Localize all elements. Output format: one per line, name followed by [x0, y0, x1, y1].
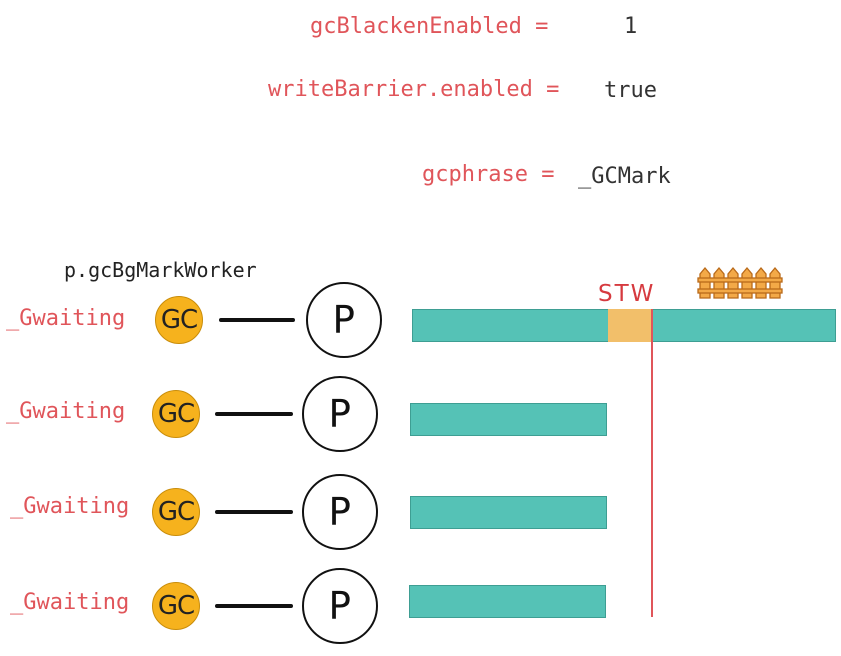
timeline-bar [410, 496, 607, 529]
gc-badge: GC [152, 488, 200, 536]
worker-link-line [219, 318, 295, 322]
worker-title: p.gcBgMarkWorker [64, 258, 257, 282]
timeline-bar [410, 403, 607, 436]
goroutine-state: _Gwaiting [6, 399, 126, 424]
gc-badge: GC [155, 296, 203, 344]
timeline-bar [409, 585, 606, 618]
worker-link-line [215, 510, 293, 514]
gc-phase-value: _GCMark [578, 164, 671, 189]
goroutine-state: _Gwaiting [10, 590, 130, 615]
write-barrier-enabled-value: true [604, 78, 657, 103]
goroutine-state: _Gwaiting [10, 494, 130, 519]
processor-circle: P [302, 474, 378, 550]
worker-link-line [215, 604, 293, 608]
processor-circle: P [302, 568, 378, 644]
gc-blacken-enabled-value: 1 [624, 14, 638, 39]
processor-circle: P [302, 376, 378, 452]
gc-blacken-enabled-label: gcBlackenEnabled = [310, 14, 549, 39]
gc-phase-label: gcphrase = [422, 162, 555, 187]
goroutine-state: _Gwaiting [6, 306, 126, 331]
fence-icon [697, 266, 783, 304]
stw-block [608, 309, 652, 342]
gc-badge: GC [152, 582, 200, 630]
worker-link-line [215, 412, 293, 416]
write-barrier-enabled-label: writeBarrier.enabled = [268, 77, 560, 102]
gc-badge: GC [152, 390, 200, 438]
stw-label: STW [598, 281, 656, 307]
stw-line [651, 309, 653, 617]
processor-circle: P [306, 282, 382, 358]
